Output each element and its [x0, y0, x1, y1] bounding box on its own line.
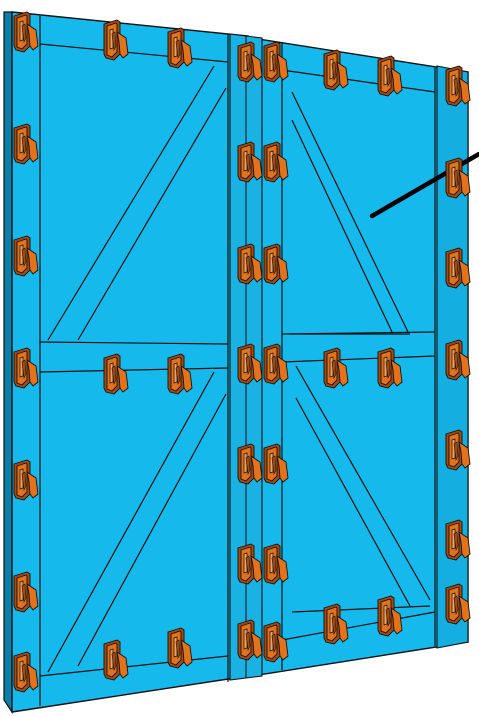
right-panel-frame: [281, 42, 436, 670]
left-panel-face: [11, 11, 249, 713]
panel-left-edge: [3, 11, 13, 714]
left-panel-frame: [39, 16, 229, 706]
